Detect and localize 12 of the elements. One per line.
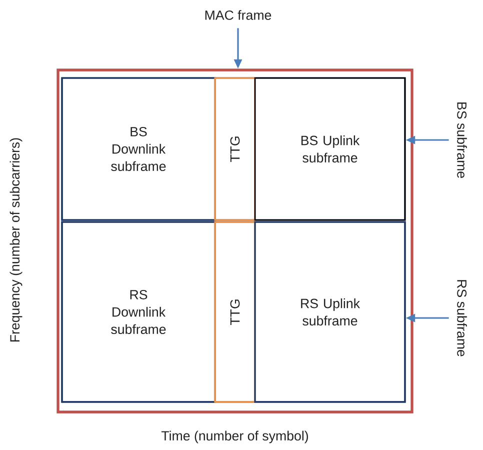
subframe-box: BS Uplink subframe [254, 77, 406, 221]
frame-box [56, 68, 414, 414]
side-label: RS subframe [457, 280, 467, 356]
subframe-box: RS Downlink subframe [61, 221, 216, 403]
gap-box: TTG [214, 77, 256, 221]
gap-box: TTG [214, 221, 256, 403]
frame-label: MAC frame [205, 10, 272, 20]
side-label: BS subframe [457, 102, 467, 178]
axis-label: Frequency (number of subcarriers) [10, 138, 22, 342]
axis-label: Time (number of symbol) [161, 430, 308, 444]
subframe-box: RS Uplink subframe [254, 221, 406, 403]
subframe-box: BS Downlink subframe [61, 77, 216, 221]
